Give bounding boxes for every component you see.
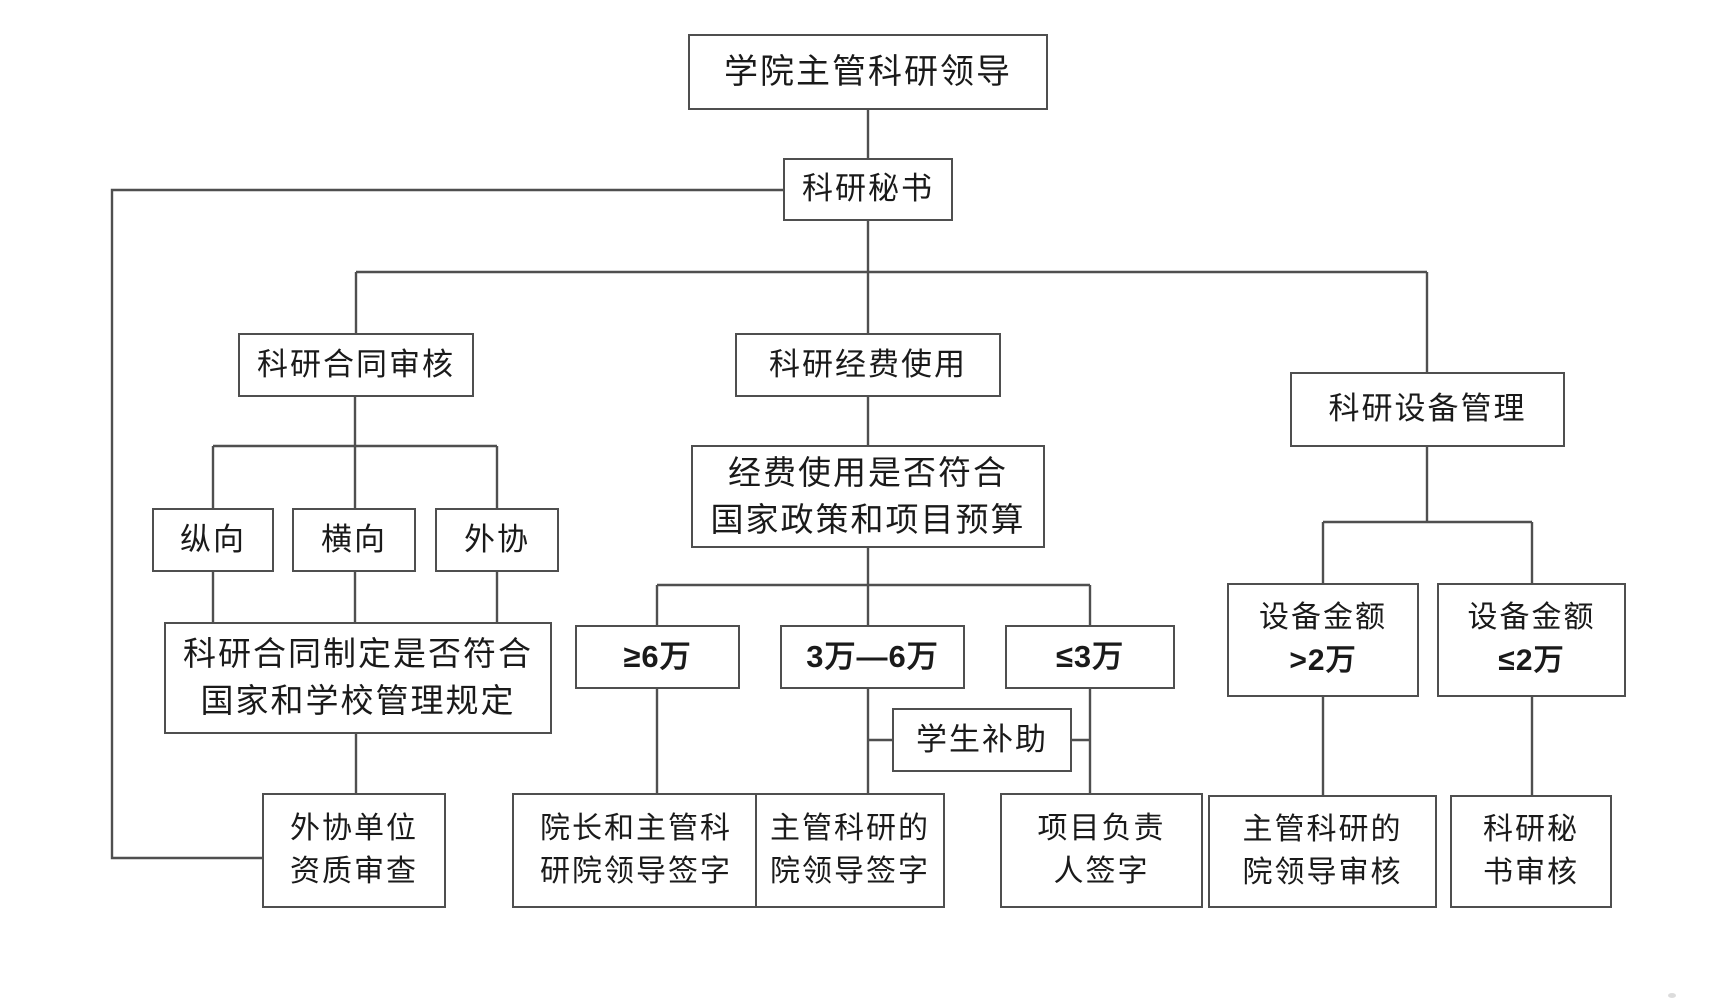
node-leader-label: 学院主管科研领导 — [724, 52, 1012, 91]
node-mgr-sign-line2: 院领导签字 — [770, 854, 930, 888]
node-amount-3to6: 3万—6万 — [780, 625, 965, 689]
node-equip-gt2: 设备金额 >2万 — [1227, 583, 1419, 697]
node-external-qualification-line1: 外协单位 — [290, 811, 418, 845]
node-mgr-sign: 主管科研的 院领导签字 — [755, 793, 945, 908]
node-mgr-review: 主管科研的 院领导审核 — [1208, 795, 1437, 908]
node-amount-ge6-label: ≥6万 — [623, 638, 692, 674]
node-mgr-sign-line1: 主管科研的 — [770, 811, 930, 845]
node-sec-review-line1: 科研秘 — [1483, 812, 1579, 846]
node-contract-review: 科研合同审核 — [238, 333, 474, 397]
node-contract-check: 科研合同制定是否符合 国家和学校管理规定 — [164, 622, 552, 734]
node-contract-check-line2: 国家和学校管理规定 — [200, 682, 516, 719]
connector-secretary-external-qualification — [110, 188, 783, 860]
node-leader: 学院主管科研领导 — [688, 34, 1048, 110]
node-equip-gt2-line2: >2万 — [1289, 644, 1357, 677]
node-equip-le2-line2: ≤2万 — [1498, 644, 1565, 677]
node-contract-review-label: 科研合同审核 — [257, 346, 455, 382]
node-amount-le3: ≤3万 — [1005, 625, 1175, 689]
node-proj-leader-sign-line2: 人签字 — [1053, 854, 1150, 888]
node-secretary: 科研秘书 — [783, 158, 953, 221]
stray-mark — [1668, 993, 1676, 998]
node-contract-check-line1: 科研合同制定是否符合 — [183, 635, 533, 673]
node-student-stipend-label: 学生补助 — [916, 721, 1048, 757]
node-vertical-projects: 纵向 — [152, 508, 274, 572]
node-amount-le3-label: ≤3万 — [1055, 638, 1125, 674]
node-amount-ge6: ≥6万 — [575, 625, 740, 689]
node-equip-le2: 设备金额 ≤2万 — [1437, 583, 1626, 697]
node-budget-check-line1: 经费使用是否符合 — [728, 453, 1008, 491]
node-horizontal-projects: 横向 — [292, 508, 416, 572]
node-external-qualification: 外协单位 资质审查 — [262, 793, 446, 908]
node-mgr-review-line2: 院领导审核 — [1242, 855, 1403, 889]
node-mgr-review-line1: 主管科研的 — [1242, 812, 1403, 846]
node-equip-le2-line1: 设备金额 — [1467, 601, 1596, 635]
node-proj-leader-sign: 项目负责 人签字 — [1000, 793, 1203, 908]
node-dean-sign-line2: 研院领导签字 — [540, 854, 732, 888]
node-external-qualification-line2: 资质审查 — [290, 854, 418, 888]
node-sec-review-line2: 书审核 — [1483, 855, 1579, 889]
node-sec-review: 科研秘 书审核 — [1450, 795, 1612, 908]
node-funding-use: 科研经费使用 — [735, 333, 1001, 397]
node-student-stipend: 学生补助 — [892, 708, 1072, 772]
node-dean-sign: 院长和主管科 研院领导签字 — [512, 793, 760, 908]
node-proj-leader-sign-line1: 项目负责 — [1037, 811, 1166, 845]
node-secretary-label: 科研秘书 — [802, 171, 934, 207]
node-amount-3to6-label: 3万—6万 — [806, 638, 939, 674]
node-vertical-projects-label: 纵向 — [180, 521, 246, 557]
node-budget-check: 经费使用是否符合 国家政策和项目预算 — [691, 445, 1045, 548]
node-funding-use-label: 科研经费使用 — [769, 346, 967, 382]
node-equipment-mgmt-label: 科研设备管理 — [1328, 391, 1527, 427]
node-equipment-mgmt: 科研设备管理 — [1290, 372, 1565, 447]
node-horizontal-projects-label: 横向 — [321, 521, 387, 557]
node-external-coop: 外协 — [435, 508, 559, 572]
node-budget-check-line2: 国家政策和项目预算 — [710, 500, 1026, 538]
node-external-coop-label: 外协 — [464, 521, 530, 557]
node-dean-sign-line1: 院长和主管科 — [540, 811, 732, 845]
node-equip-gt2-line1: 设备金额 — [1259, 601, 1387, 635]
